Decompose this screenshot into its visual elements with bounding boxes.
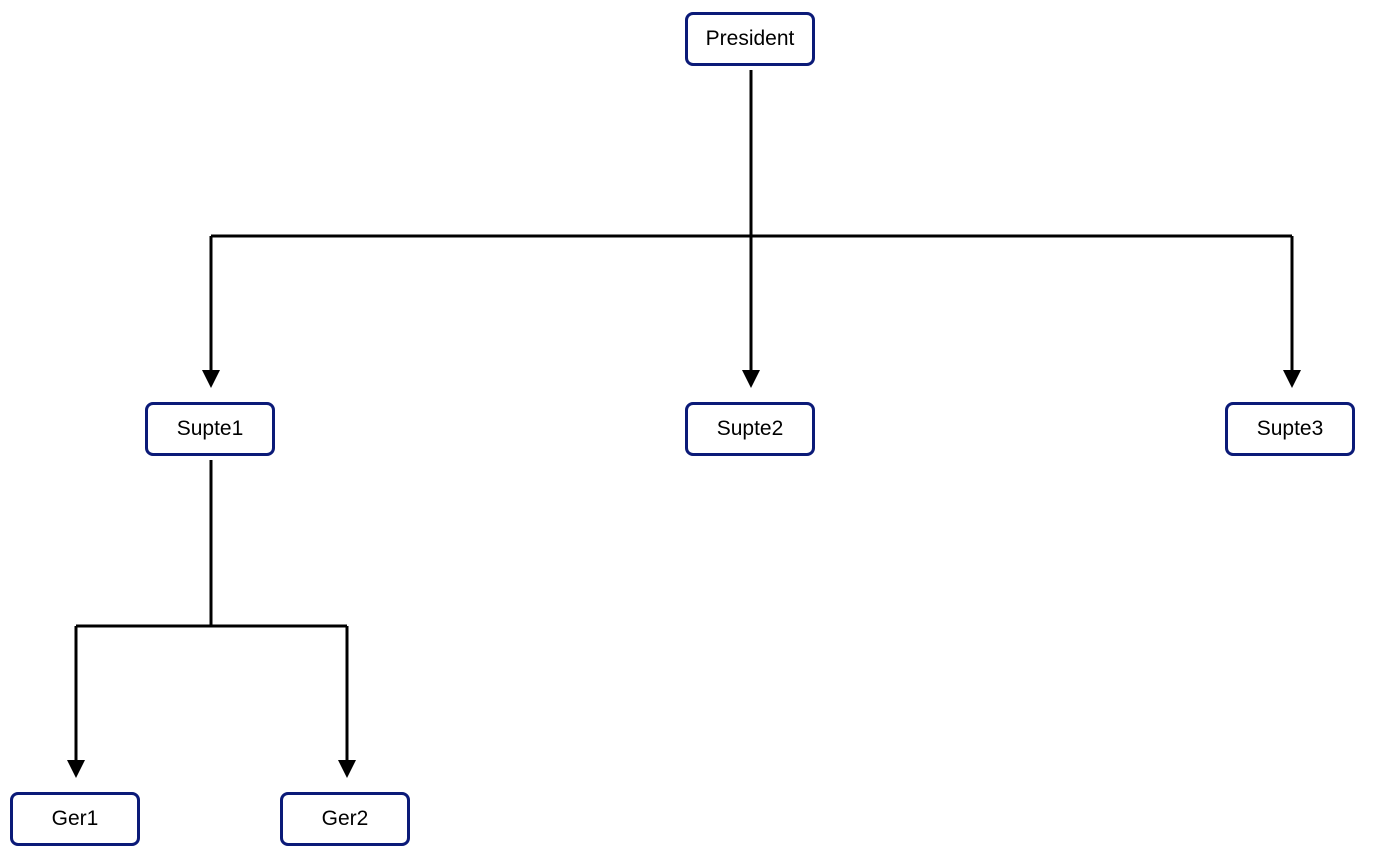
node-supte3[interactable]: Supte3 — [1225, 402, 1355, 456]
node-supte1[interactable]: Supte1 — [145, 402, 275, 456]
node-label: Ger1 — [51, 807, 99, 830]
node-president[interactable]: President — [685, 12, 815, 66]
node-ger1[interactable]: Ger1 — [10, 792, 140, 846]
node-ger2[interactable]: Ger2 — [280, 792, 410, 846]
node-label: Supte1 — [176, 417, 244, 440]
node-label: President — [705, 27, 795, 50]
node-label: Supte3 — [1256, 417, 1324, 440]
node-label: Ger2 — [321, 807, 369, 830]
node-supte2[interactable]: Supte2 — [685, 402, 815, 456]
node-label: Supte2 — [716, 417, 784, 440]
